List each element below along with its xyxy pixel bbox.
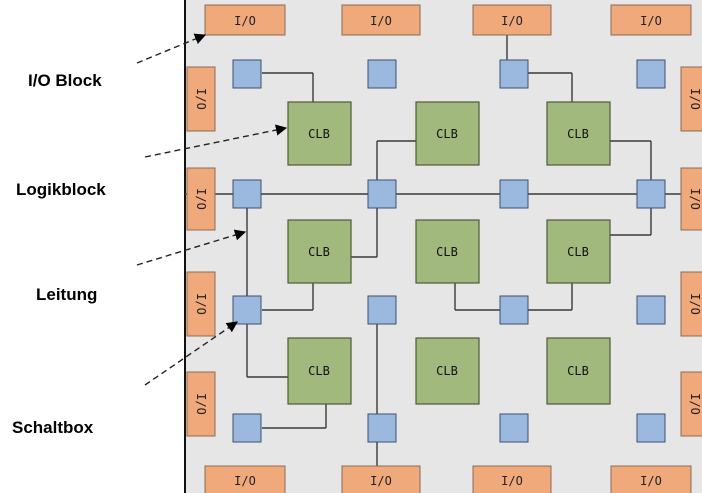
io-block: I/O [680,371,702,437]
switch-box [232,179,262,209]
switch-box [636,179,666,209]
io-block: I/O [610,4,692,36]
clb: CLB [287,337,352,405]
io-label: I/O [234,474,256,488]
io-label: I/O [501,14,523,28]
clb: CLB [415,337,480,405]
io-block: I/O [186,271,216,337]
io-label: I/O [688,188,702,210]
io-label: I/O [688,293,702,315]
io-label: I/O [688,88,702,110]
io-label: I/O [640,474,662,488]
clb: CLB [287,101,352,166]
io-label: I/O [370,474,392,488]
io-block: I/O [341,4,421,36]
clb-label: CLB [567,364,589,378]
switch-box [367,179,397,209]
io-block: I/O [204,465,286,493]
label-switch-box: Schaltbox [12,418,94,437]
label-wire: Leitung [36,285,97,304]
arrow-io-block [136,33,207,64]
switch-box [367,295,397,325]
switch-box [499,179,529,209]
io-label: I/O [194,188,208,210]
clb: CLB [415,101,480,166]
io-label: I/O [194,88,208,110]
io-block: I/O [186,66,216,132]
io-block: I/O [472,4,552,36]
clb-label: CLB [436,245,458,259]
io-block: I/O [186,371,216,437]
io-label: I/O [234,14,256,28]
io-label: I/O [640,14,662,28]
clb-label: CLB [308,364,330,378]
io-block: I/O [610,465,692,493]
io-label: I/O [370,14,392,28]
io-label: I/O [194,393,208,415]
io-block: I/O [341,465,421,493]
clb: CLB [546,337,611,405]
io-block: I/O [472,465,552,493]
clb: CLB [546,101,611,166]
clb-label: CLB [567,127,589,141]
switch-box [367,59,397,89]
switch-box [636,59,666,89]
clb: CLB [546,219,611,284]
switch-boxes [232,59,666,443]
clb-label: CLB [567,245,589,259]
io-block: I/O [680,66,702,132]
switch-box [367,413,397,443]
io-block: I/O [204,4,286,36]
io-block: I/O [680,167,702,231]
switch-box [499,295,529,325]
switch-box [232,413,262,443]
clb-label: CLB [436,364,458,378]
switch-box [232,59,262,89]
switch-box [499,413,529,443]
switch-box [232,295,262,325]
arrow-logic-block [144,124,288,158]
switch-box [499,59,529,89]
arrow-switch-box [144,321,238,386]
clb-label: CLB [436,127,458,141]
io-label: I/O [194,293,208,315]
io-label: I/O [688,393,702,415]
clb-label: CLB [308,245,330,259]
label-logic-block: Logikblock [16,180,106,199]
clb: CLB [415,219,480,284]
switch-box [636,413,666,443]
io-block: I/O [680,271,702,337]
arrow-wire [136,229,247,266]
label-io-block: I/O Block [28,71,102,90]
switch-box [636,295,666,325]
clb-label: CLB [308,127,330,141]
clb: CLB [287,219,352,284]
io-label: I/O [501,474,523,488]
io-block: I/O [186,167,216,231]
routing-wires [185,16,702,467]
